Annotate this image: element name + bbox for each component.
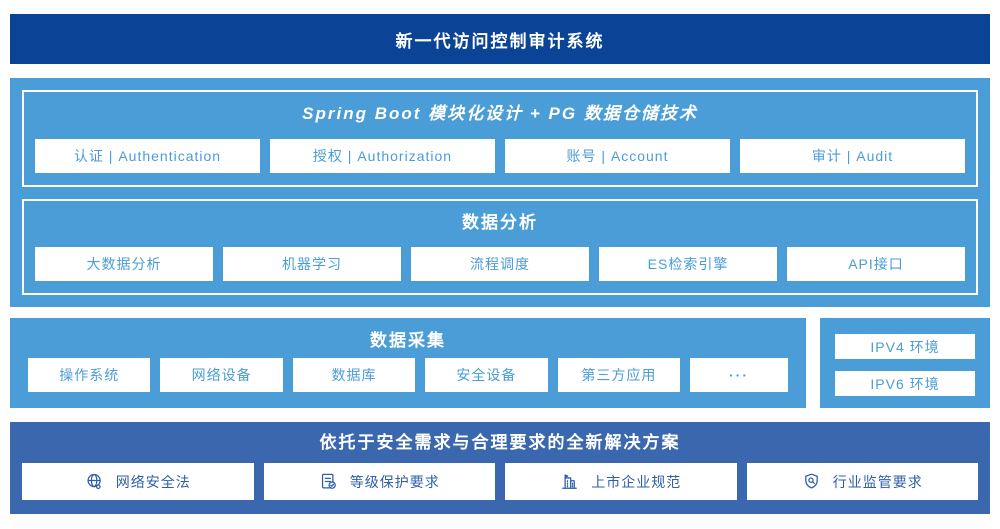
solution-label: 行业监管要求 xyxy=(832,473,923,490)
analysis-box-bigdata: 大数据分析 xyxy=(35,247,213,281)
section-solution-title: 依托于安全需求与合理要求的全新解决方案 xyxy=(319,433,681,452)
module-box-audit: 审计 | Audit xyxy=(740,138,965,173)
solution-label: 上市企业规范 xyxy=(591,473,682,490)
section-data-analysis: 数据分析 大数据分析 机器学习 流程调度 ES检索引擎 API接口 xyxy=(22,198,978,295)
solution-label: 网络安全法 xyxy=(115,473,191,490)
section-springboot: Spring Boot 模块化设计 + PG 数据仓储技术 认证 | Authe… xyxy=(22,90,978,187)
collect-box-os: 操作系统 xyxy=(28,358,151,392)
data-collection-row: 操作系统 网络设备 数据库 安全设备 第三方应用 ··· xyxy=(28,358,788,392)
section-data-collection: 数据采集 操作系统 网络设备 数据库 安全设备 第三方应用 ··· xyxy=(10,318,806,408)
shield-search-icon xyxy=(802,472,821,491)
analysis-box-es: ES检索引擎 xyxy=(599,247,777,281)
collection-environment-row: 数据采集 操作系统 网络设备 数据库 安全设备 第三方应用 ··· IPV4 环… xyxy=(10,318,990,408)
module-box-authorization: 授权 | Authorization xyxy=(270,138,495,173)
solution-label: 等级保护要求 xyxy=(349,473,440,490)
env-box-ipv6: IPV6 环境 xyxy=(835,371,975,396)
section-data-collection-title: 数据采集 xyxy=(370,331,446,350)
solution-row: 网络安全法 等级保护要求 xyxy=(22,463,978,500)
banner-title: 新一代访问控制审计系统 xyxy=(395,31,605,51)
collect-box-security-device: 安全设备 xyxy=(425,358,548,392)
module-box-authentication: 认证 | Authentication xyxy=(35,138,260,173)
solution-box-listed-company: 上市企业规范 xyxy=(505,463,737,500)
analysis-box-workflow: 流程调度 xyxy=(411,247,589,281)
banner: 新一代访问控制审计系统 xyxy=(10,14,990,64)
solution-box-classified-protection: 等级保护要求 xyxy=(263,463,495,500)
section-data-analysis-title: 数据分析 xyxy=(462,212,538,232)
collect-box-database: 数据库 xyxy=(292,358,416,392)
collect-box-more: ··· xyxy=(690,358,788,392)
analysis-box-ml: 机器学习 xyxy=(223,247,401,281)
module-box-account: 账号 | Account xyxy=(505,138,730,173)
section-solution: 依托于安全需求与合理要求的全新解决方案 网络安全法 xyxy=(10,422,990,514)
collect-box-thirdparty: 第三方应用 xyxy=(557,358,681,392)
solution-box-industry-regulation: 行业监管要求 xyxy=(746,463,978,500)
platform-container: Spring Boot 模块化设计 + PG 数据仓储技术 认证 | Authe… xyxy=(10,78,990,307)
document-check-icon xyxy=(319,472,338,491)
env-box-ipv4: IPV4 环境 xyxy=(835,334,975,359)
solution-box-cybersecurity-law: 网络安全法 xyxy=(22,463,254,500)
section-springboot-title: Spring Boot 模块化设计 + PG 数据仓储技术 xyxy=(302,104,698,123)
data-analysis-row: 大数据分析 机器学习 流程调度 ES检索引擎 API接口 xyxy=(35,247,965,281)
springboot-modules-row: 认证 | Authentication 授权 | Authorization 账… xyxy=(35,138,965,173)
collect-box-network-device: 网络设备 xyxy=(160,358,283,392)
building-icon xyxy=(560,472,579,491)
globe-icon xyxy=(85,472,104,491)
analysis-box-api: API接口 xyxy=(787,247,965,281)
section-environment: IPV4 环境 IPV6 环境 xyxy=(820,318,990,408)
